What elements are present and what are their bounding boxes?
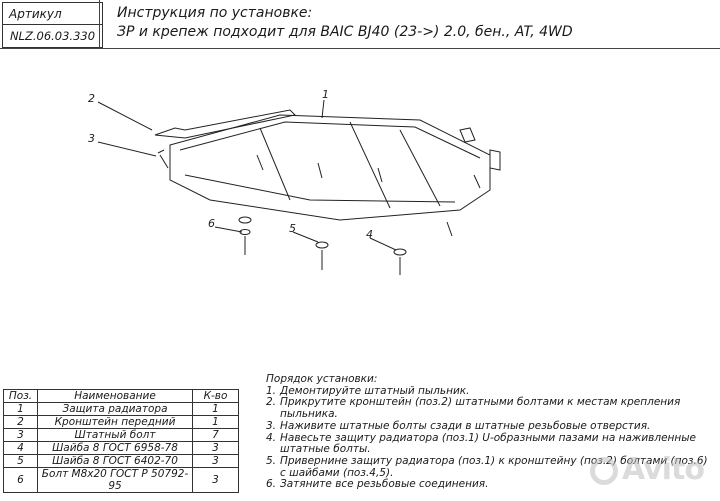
callout-6: 6 xyxy=(208,217,215,230)
row-pos: 4 xyxy=(3,441,38,455)
col-pos: Поз. xyxy=(3,389,38,403)
article-box: Артикул NLZ.06.03.330 xyxy=(2,2,103,48)
article-code: NLZ.06.03.330 xyxy=(2,24,103,48)
parts-table-header: Поз. Наименование К-во xyxy=(3,389,239,403)
row-name: Болт М8х20 ГОСТ Р 50792-95 xyxy=(37,467,193,493)
step-text: Навесьте защиту радиатора (поз.1) U-обра… xyxy=(280,431,697,456)
avito-logo-icon xyxy=(590,456,619,485)
row-qty: 3 xyxy=(192,467,239,493)
row-pos: 3 xyxy=(3,428,38,442)
title-line-2: ЗР и крепеж подходит для BAIC BJ40 (23->… xyxy=(117,24,573,40)
avito-watermark: Avito xyxy=(590,452,705,487)
header-rule xyxy=(0,48,720,49)
row-name: Шайба 8 ГОСТ 6958-78 xyxy=(37,441,193,455)
step-item: 4. Навесьте защиту радиатора (поз.1) U-о… xyxy=(266,431,710,456)
row-name: Кронштейн передний xyxy=(37,415,193,429)
step-number: 2. xyxy=(266,396,277,409)
col-name: Наименование xyxy=(37,389,193,403)
row-pos: 1 xyxy=(3,402,38,416)
step-text: Наживите штатные болты сзади в штатные р… xyxy=(280,419,651,432)
title-line-1: Инструкция по установке: xyxy=(117,5,313,21)
assembly-drawing: 1 2 3 4 5 6 xyxy=(88,88,501,275)
step-text: Демонтируйте штатный пыльник. xyxy=(280,384,470,397)
watermark-text: Avito xyxy=(622,452,705,487)
step-text: Прикрутите кронштейн (поз.2) штатными бо… xyxy=(280,396,681,421)
step-number: 5. xyxy=(266,454,277,467)
step-item: 5. Привернине защиту радиатора (поз.1) к… xyxy=(266,454,710,479)
row-qty: 7 xyxy=(192,428,239,442)
installation-steps: Порядок установки: 1. Демонтируйте штатн… xyxy=(266,373,710,491)
steps-heading: Порядок установки: xyxy=(266,373,378,385)
row-qty: 1 xyxy=(192,415,239,429)
callout-3: 3 xyxy=(88,132,95,145)
parts-table: Поз. Наименование К-во 1 Защита радиатор… xyxy=(3,389,239,493)
row-pos: 5 xyxy=(3,454,38,468)
table-row: 5 Шайба 8 ГОСТ 6402-70 3 xyxy=(3,454,239,468)
callout-4: 4 xyxy=(366,228,373,241)
table-row: 1 Защита радиатора 1 xyxy=(3,402,239,416)
row-qty: 1 xyxy=(192,402,239,416)
callout-2: 2 xyxy=(88,92,95,105)
row-qty: 3 xyxy=(192,454,239,468)
row-name: Защита радиатора xyxy=(37,402,193,416)
row-pos: 2 xyxy=(3,415,38,429)
table-row: 4 Шайба 8 ГОСТ 6958-78 3 xyxy=(3,441,239,455)
step-item: 1. Демонтируйте штатный пыльник. xyxy=(266,384,710,398)
step-item: 2. Прикрутите кронштейн (поз.2) штатными… xyxy=(266,396,710,421)
page-title: Инструкция по установке: ЗР и крепеж под… xyxy=(117,4,573,42)
table-row: 6 Болт М8х20 ГОСТ Р 50792-95 3 xyxy=(3,467,239,493)
step-number: 1. xyxy=(266,384,277,397)
callout-1: 1 xyxy=(322,88,329,101)
step-item: 3. Наживите штатные болты сзади в штатны… xyxy=(266,419,710,433)
step-text: Привернине защиту радиатора (поз.1) к кр… xyxy=(280,454,708,479)
step-text: Затяните все резьбовые соединения. xyxy=(280,478,489,491)
col-qty: К-во xyxy=(192,389,239,403)
row-qty: 3 xyxy=(192,441,239,455)
step-item: 6. Затяните все резьбовые соединения. xyxy=(266,479,710,491)
row-pos: 6 xyxy=(3,467,38,493)
callout-5: 5 xyxy=(289,222,296,235)
row-name: Штатный болт xyxy=(37,428,193,442)
step-number: 3. xyxy=(266,419,277,432)
table-row: 3 Штатный болт 7 xyxy=(3,428,239,442)
step-number: 6. xyxy=(266,478,277,491)
article-label: Артикул xyxy=(2,2,103,25)
step-number: 4. xyxy=(266,431,277,444)
row-name: Шайба 8 ГОСТ 6402-70 xyxy=(37,454,193,468)
header-divider xyxy=(99,0,100,48)
table-row: 2 Кронштейн передний 1 xyxy=(3,415,239,429)
